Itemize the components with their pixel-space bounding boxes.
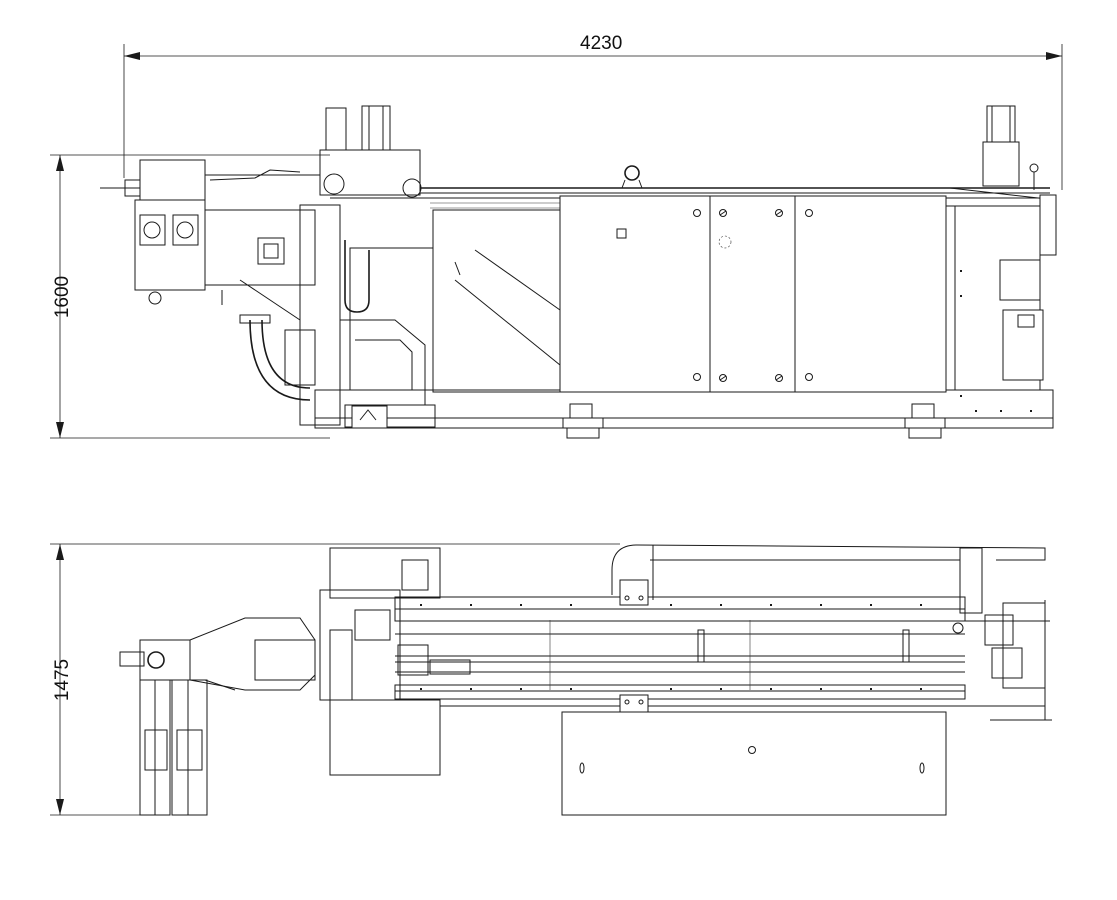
bending-head (100, 159, 320, 305)
lower-cabinet (561, 711, 947, 816)
dimension-top-width: 1475 (50, 543, 620, 816)
dimension-side-height: 1600 (50, 154, 330, 439)
bending-head-top (119, 617, 316, 691)
dimension-length: 4230 (123, 33, 1063, 190)
center-carriage (319, 589, 471, 701)
dimension-top-width-label: 1475 (52, 659, 73, 701)
lifting-eye-icon (621, 165, 643, 189)
clamp-columns (139, 679, 208, 816)
servo-motor-top (319, 105, 422, 198)
side-elevation-view (100, 105, 1057, 439)
dimension-length-label: 4230 (580, 33, 622, 54)
linear-rails (394, 596, 1050, 700)
upper-cover (611, 544, 1046, 614)
tie-rods (549, 620, 910, 690)
leveling-foot-right (904, 403, 946, 439)
electrical-cabinet (559, 195, 947, 393)
carriage-top (619, 579, 649, 606)
collet-chuck (952, 614, 1023, 679)
leveling-foot-left (562, 403, 604, 439)
clamp-assembly (239, 204, 341, 426)
rail-rivets (420, 604, 922, 690)
dimension-side-height-label: 1600 (52, 276, 73, 318)
top-plan-view (119, 544, 1052, 816)
right-end-frame (945, 105, 1044, 412)
middle-frame (340, 209, 561, 429)
